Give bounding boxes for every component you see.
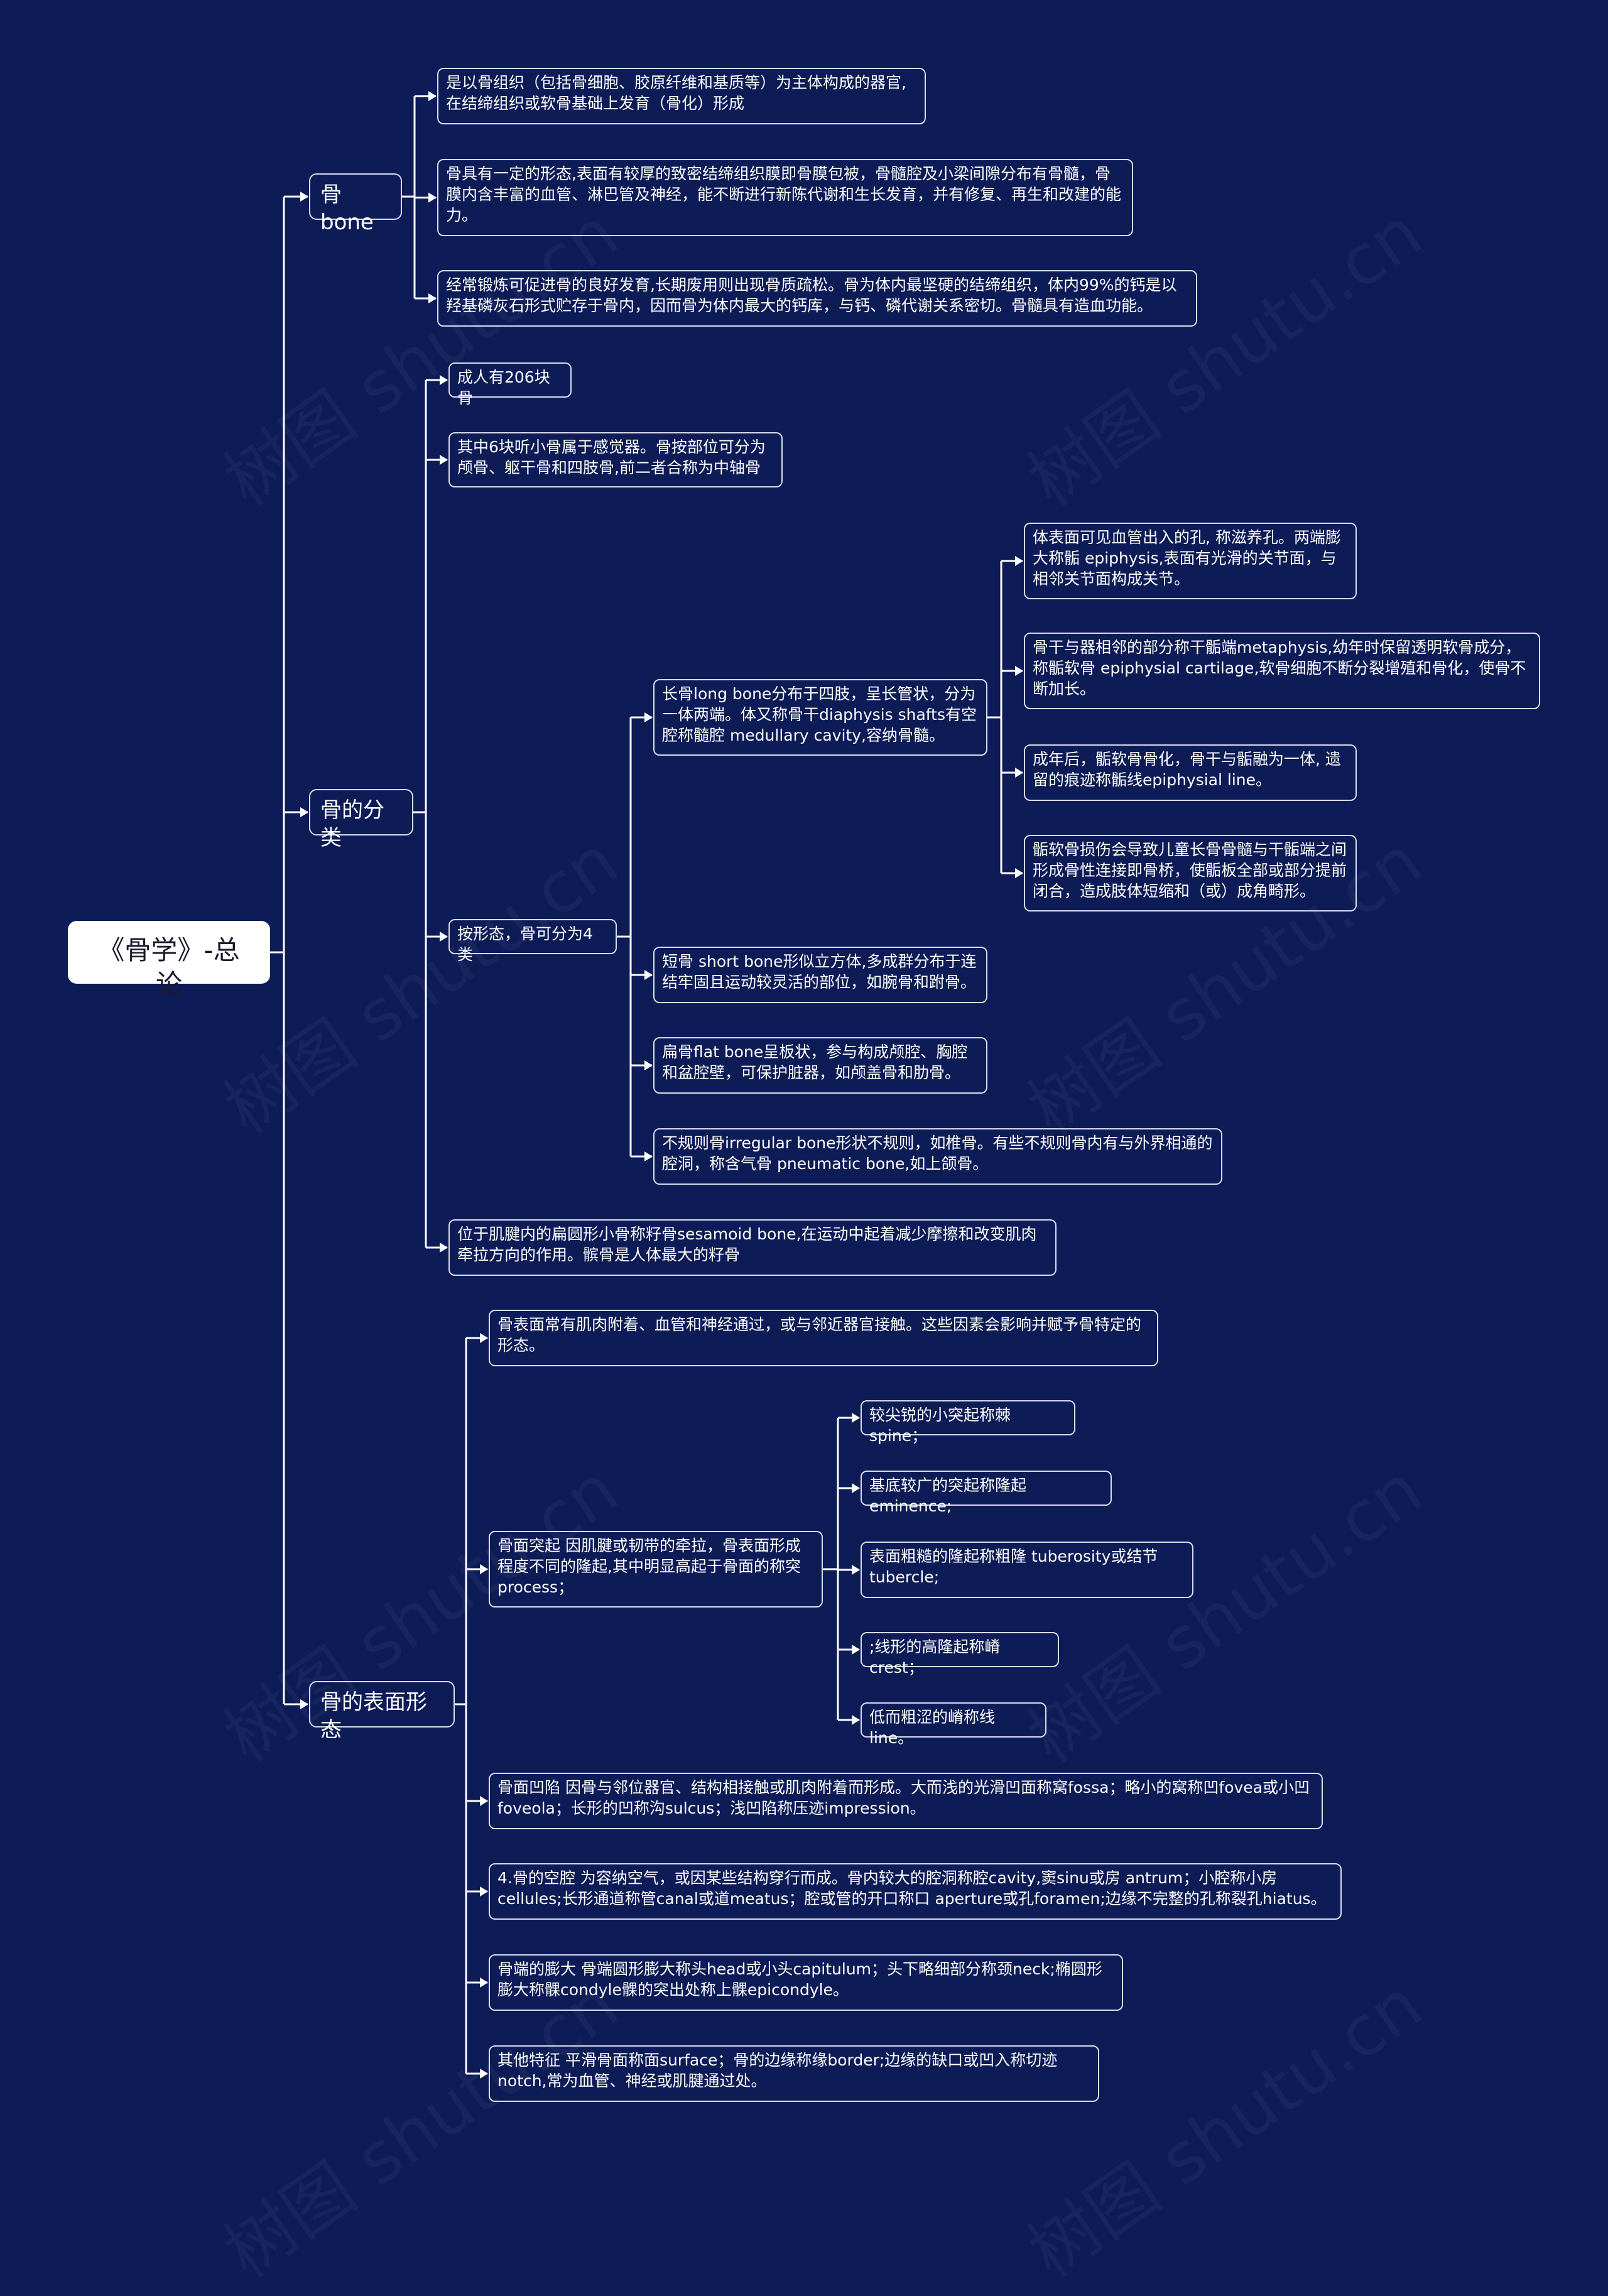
bone-function[interactable]: 经常锻炼可促进骨的良好发育,长期废用则出现骨质疏松。骨为体内最坚硬的结缔组织，体… <box>437 270 1197 327</box>
arrow-head <box>644 1060 653 1070</box>
arrow-head <box>440 375 448 385</box>
surface-cavity[interactable]: 4.骨的空腔 为容纳空气，或因某些结构穿行而成。骨内较大的腔洞称腔cavity,… <box>489 1863 1342 1920</box>
topic-surface-form[interactable]: 骨的表面形态 <box>309 1681 455 1743</box>
arrow-head <box>300 807 308 817</box>
arrow-head <box>644 1151 653 1162</box>
arrow-head <box>480 1333 488 1343</box>
shape-classification[interactable]: 按形态，骨可分为4类 <box>448 919 617 964</box>
arrow-head <box>480 1886 488 1896</box>
arrow-head <box>440 932 448 942</box>
long-bone-metaphysis[interactable]: 骨干与器相邻的部分称干骺端metaphysis,幼年时保留透明软骨成分，称骺软骨… <box>1024 633 1540 709</box>
arrow-head <box>852 1483 860 1493</box>
long-bone-epiphysial-line[interactable]: 成年后，骺软骨骨化，骨干与骺融为一体, 遗留的痕迹称骺线epiphysial l… <box>1024 744 1357 801</box>
long-bone-epiphysis[interactable]: 体表面可见血管出入的孔, 称滋养孔。两端膨大称骺 epiphysis,表面有光滑… <box>1024 523 1357 599</box>
arrow-head <box>1015 556 1023 566</box>
bone-structure[interactable]: 骨具有一定的形态,表面有较厚的致密结缔组织膜即骨膜包被，骨髓腔及小梁间隙分布有骨… <box>437 159 1133 236</box>
arrow-head <box>428 91 437 101</box>
arrow-head <box>440 455 448 465</box>
long-bone[interactable]: 长骨long bone分布于四肢，呈长管状，分为一体两端。体又称骨干diaphy… <box>653 679 987 756</box>
bone-definition[interactable]: 是以骨组织（包括骨细胞、胶原纤维和基质等）为主体构成的器官,在结缔组织或软骨基础… <box>437 68 926 124</box>
surface-process[interactable]: 骨面突起 因肌腱或韧带的牵拉，骨表面形成程度不同的隆起,其中明显高起于骨面的称突… <box>489 1531 823 1608</box>
arrow-head <box>1015 768 1023 778</box>
process-crest[interactable]: ;线形的高隆起称嵴crest； <box>861 1632 1059 1677</box>
arrow-head <box>480 1978 488 1988</box>
surface-depression[interactable]: 骨面凹陷 因骨与邻位器官、结构相接触或肌肉附着而形成。大而浅的光滑凹面称窝fos… <box>489 1773 1323 1829</box>
bone-count[interactable]: 成人有206块骨 <box>448 362 572 407</box>
arrow-head <box>852 1715 860 1725</box>
surface-intro[interactable]: 骨表面常有肌肉附着、血管和神经通过，或与邻近器官接触。这些因素会影响并赋予骨特定… <box>489 1310 1158 1366</box>
process-line[interactable]: 低而粗涩的嵴称线line。 <box>861 1702 1046 1747</box>
arrow-head <box>480 1564 488 1574</box>
topic-bone[interactable]: 骨bone <box>309 173 402 235</box>
topic-classification[interactable]: 骨的分类 <box>309 789 413 851</box>
irregular-bone[interactable]: 不规则骨irregular bone形状不规则，如椎骨。有些不规则骨内有与外界相… <box>653 1128 1222 1185</box>
arrow-head <box>300 192 308 202</box>
arrow-head <box>644 712 653 722</box>
arrow-head <box>428 293 437 303</box>
surface-expansion[interactable]: 骨端的膨大 骨端圆形膨大称头head或小头capitulum；头下略细部分称颈n… <box>489 1954 1123 2011</box>
process-eminence[interactable]: 基底较广的突起称隆起eminence; <box>861 1471 1112 1515</box>
sesamoid-bone[interactable]: 位于肌腱内的扁圆形小骨称籽骨sesamoid bone,在运动中起着减少摩擦和改… <box>448 1219 1057 1276</box>
arrow-head <box>440 1243 448 1253</box>
long-bone-injury[interactable]: 骺软骨损伤会导致儿童长骨骨髓与干骺端之间形成骨性连接即骨桥，使骺板全部或部分提前… <box>1024 835 1357 911</box>
root-topic[interactable]: 《骨学》-总论 <box>68 921 270 999</box>
arrow-head <box>852 1413 860 1423</box>
arrow-head <box>1015 666 1023 676</box>
arrow-head <box>852 1565 860 1575</box>
process-tuberosity[interactable]: 表面粗糙的隆起称粗隆 tuberosity或结节tubercle; <box>861 1542 1193 1598</box>
flat-bone[interactable]: 扁骨flat bone呈板状，参与构成颅腔、胸腔和盆腔壁，可保护脏器，如颅盖骨和… <box>653 1037 987 1094</box>
short-bone[interactable]: 短骨 short bone形似立方体,多成群分布于连结牢固且运动较灵活的部位，如… <box>653 947 987 1003</box>
process-spine[interactable]: 较尖锐的小突起称棘spine； <box>861 1400 1075 1445</box>
bone-parts[interactable]: 其中6块听小骨属于感觉器。骨按部位可分为颅骨、躯干骨和四肢骨,前二者合称为中轴骨 <box>448 432 783 487</box>
connector-lines <box>270 91 1023 2079</box>
arrow-head <box>1015 868 1023 878</box>
arrow-head <box>644 970 653 980</box>
arrow-head <box>428 192 437 203</box>
arrow-head <box>300 1699 308 1709</box>
surface-other[interactable]: 其他特征 平滑骨面称面surface；骨的边缘称缘border;边缘的缺口或凹入… <box>489 2045 1099 2102</box>
arrow-head <box>480 2069 488 2079</box>
arrow-head <box>852 1645 860 1655</box>
arrow-head <box>480 1796 488 1806</box>
